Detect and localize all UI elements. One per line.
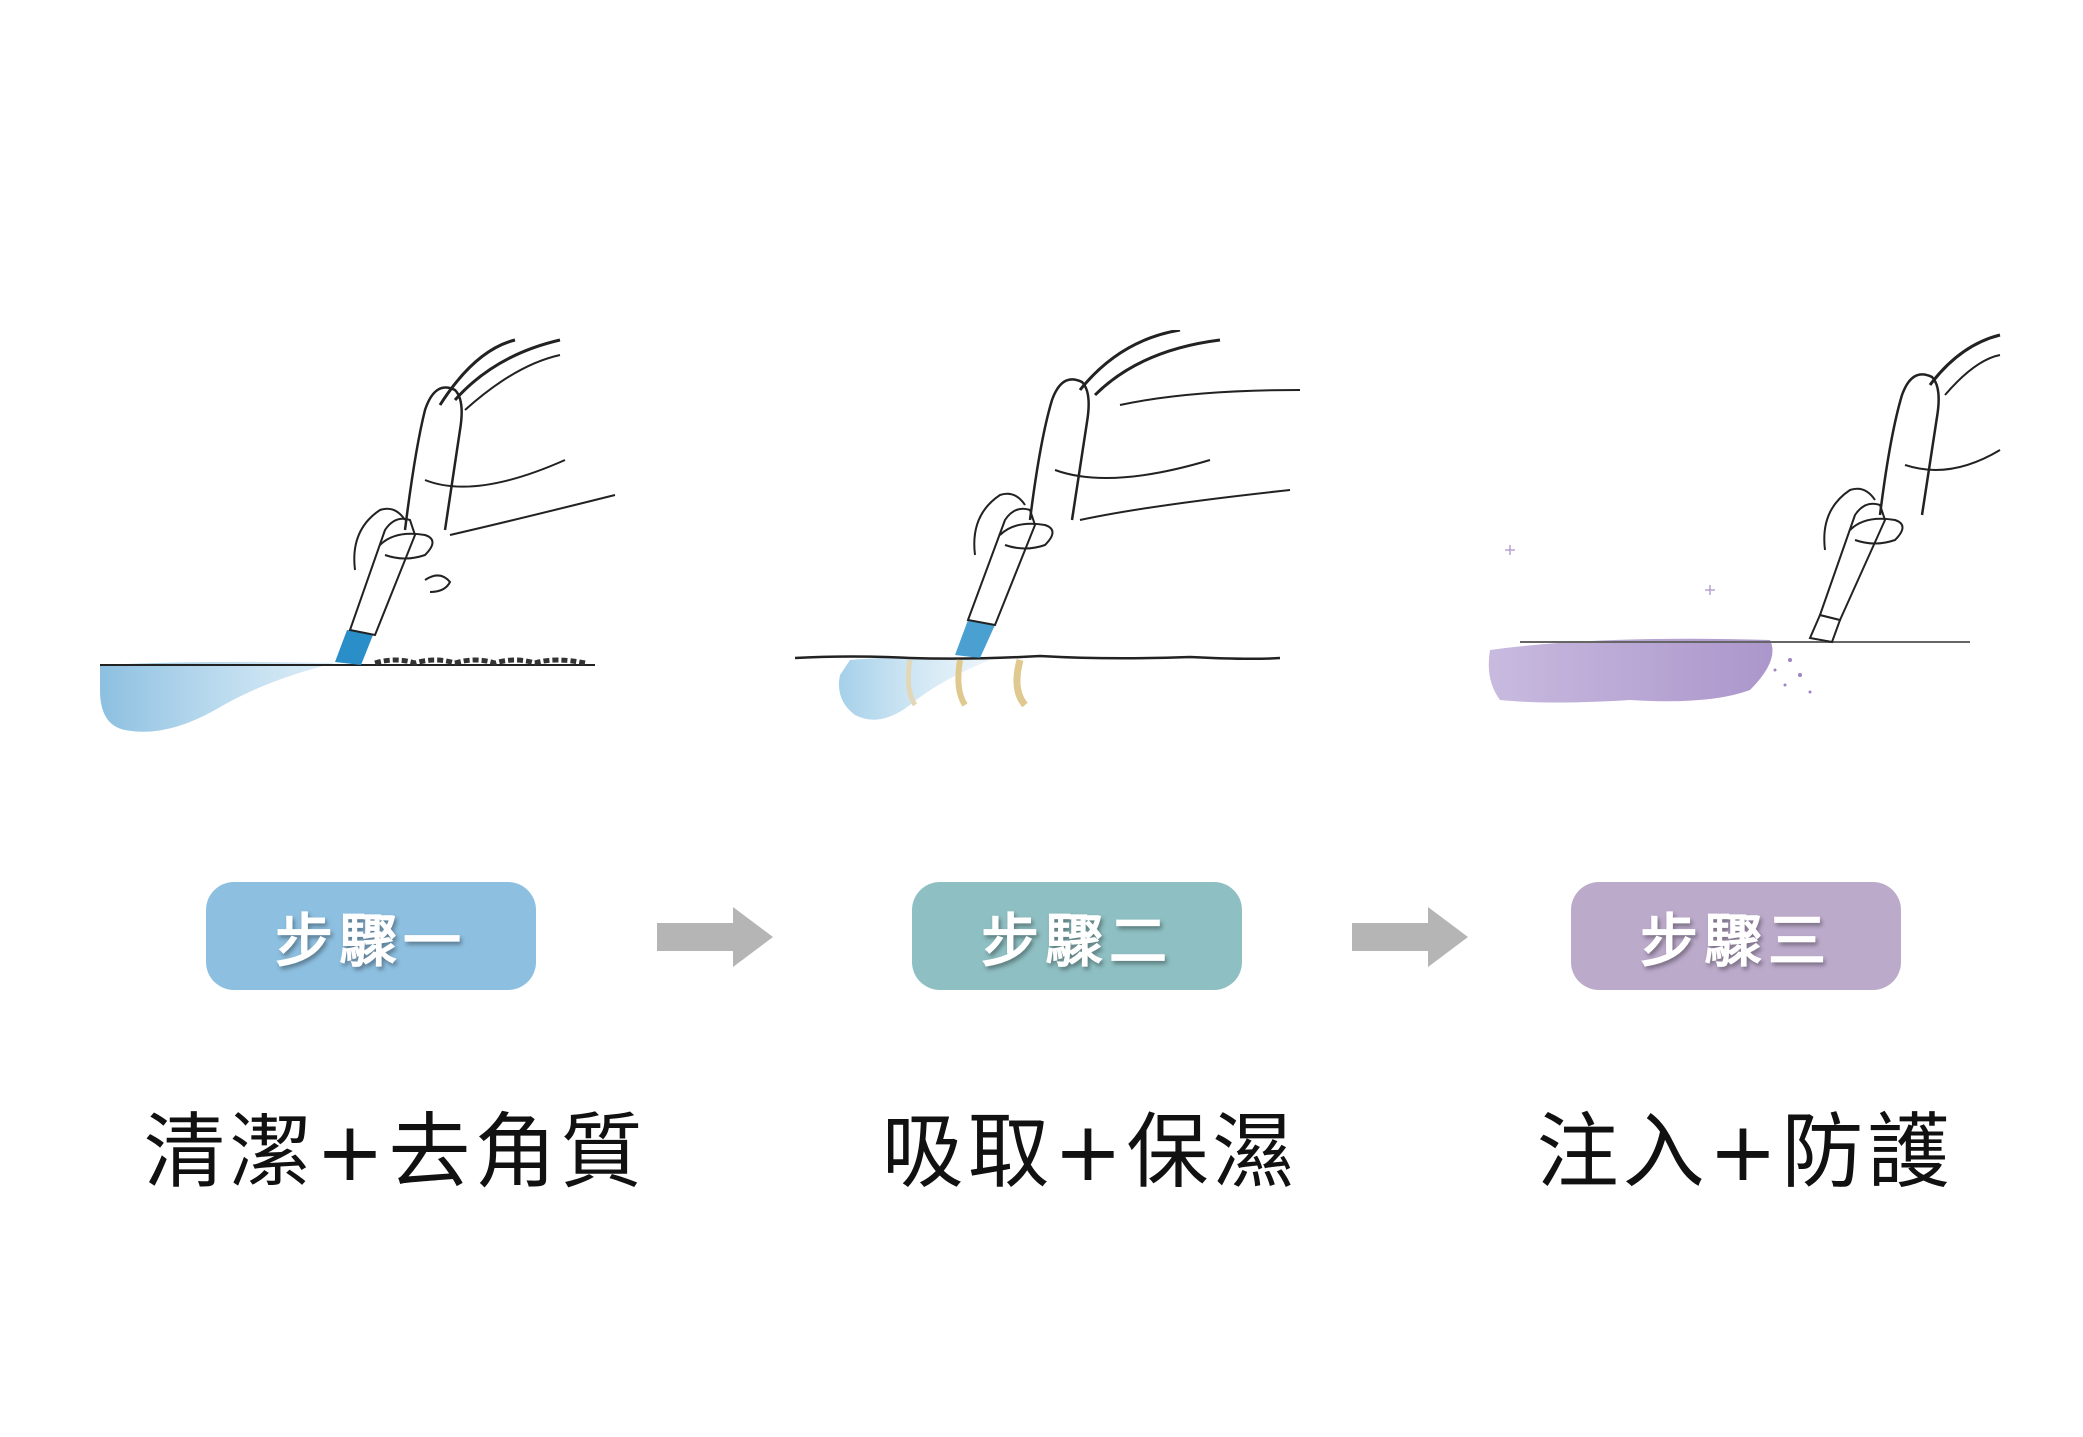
step-2-caption: 吸取+保濕: [881, 1105, 1299, 1200]
right-arrow-icon: [657, 907, 773, 967]
step-1-caption: 清潔+去角質: [143, 1105, 647, 1200]
step-1-illustration: [95, 330, 635, 760]
right-arrow-icon: [1352, 907, 1468, 967]
step-2-badge: 步驟二: [912, 882, 1242, 990]
step-3-caption: 注入+防護: [1536, 1105, 1954, 1200]
step-3-illustration: [1480, 330, 2020, 760]
step-3-badge: 步驟三: [1571, 882, 1901, 990]
step-2-illustration: [790, 330, 1330, 760]
step-1-badge: 步驟一: [206, 882, 536, 990]
